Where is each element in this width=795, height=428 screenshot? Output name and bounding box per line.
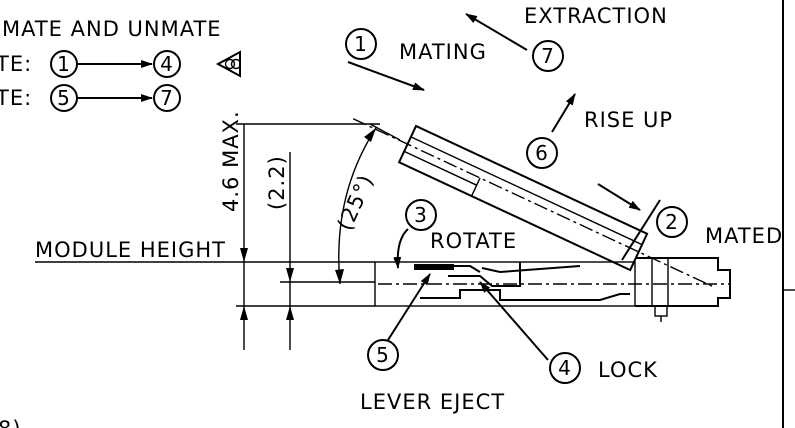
step-6-circle — [526, 137, 558, 169]
mated-arrow — [597, 183, 641, 211]
dim-2-2: (2.2) — [265, 155, 289, 210]
step-4-circle — [549, 352, 581, 384]
lever-eject-label: LEVER EJECT — [360, 390, 505, 414]
sequence-row-1-to-circle — [153, 50, 181, 78]
extraction-label: EXTRACTION — [524, 4, 668, 28]
mating-arrow — [347, 61, 425, 91]
datum-triangle-icon — [215, 50, 242, 78]
mating-label: MATING — [399, 40, 487, 64]
step-6-number: 6 — [535, 141, 549, 165]
connector-body — [374, 257, 731, 322]
step-7-number: 7 — [541, 44, 555, 68]
sequence-row-2-to: 7 — [160, 86, 174, 110]
rotate-label: ROTATE — [430, 229, 517, 253]
step-3-circle — [405, 199, 437, 231]
diagram-title: MATE AND UNMATE — [2, 17, 222, 41]
step-2-circle — [656, 206, 688, 238]
step-4-number: 4 — [558, 356, 572, 380]
lock-leader — [479, 281, 549, 361]
sequence-row-2-from: 5 — [57, 86, 71, 110]
step-3-number: 3 — [414, 203, 428, 227]
step-2-number: 2 — [665, 210, 679, 234]
extraction-arrow — [465, 13, 528, 51]
sequence-row-2-to-circle — [153, 84, 181, 112]
step-1-circle — [345, 28, 377, 60]
rotate-arrow — [393, 228, 409, 269]
sequence-row-1-label: TE: — [0, 52, 32, 76]
mated-label: MATED — [705, 224, 783, 248]
lock-label: LOCK — [598, 358, 658, 382]
partial-bottom-text: 8) — [0, 417, 22, 428]
sequence-row-1-to: 4 — [160, 52, 174, 76]
lever-eject-leader — [387, 273, 431, 341]
step-1-number: 1 — [354, 32, 368, 56]
module-angled — [352, 118, 716, 289]
module-height-label: MODULE HEIGHT — [35, 238, 226, 262]
rise-up-label: RISE UP — [584, 108, 673, 132]
dim-4-6-max: 4.6 MAX. — [219, 110, 243, 212]
step-5-circle — [367, 339, 399, 371]
rise-up-arrow — [551, 93, 576, 133]
step-7-circle — [532, 40, 564, 72]
angle-arc — [338, 127, 377, 285]
lever-eject-part — [414, 264, 454, 270]
step-5-number: 5 — [376, 343, 390, 367]
sequence-row-2-label: TE: — [0, 86, 32, 110]
angle-leader — [369, 123, 401, 141]
sequence-row-1-from: 1 — [57, 52, 71, 76]
angle-25: (25°) — [333, 171, 379, 234]
